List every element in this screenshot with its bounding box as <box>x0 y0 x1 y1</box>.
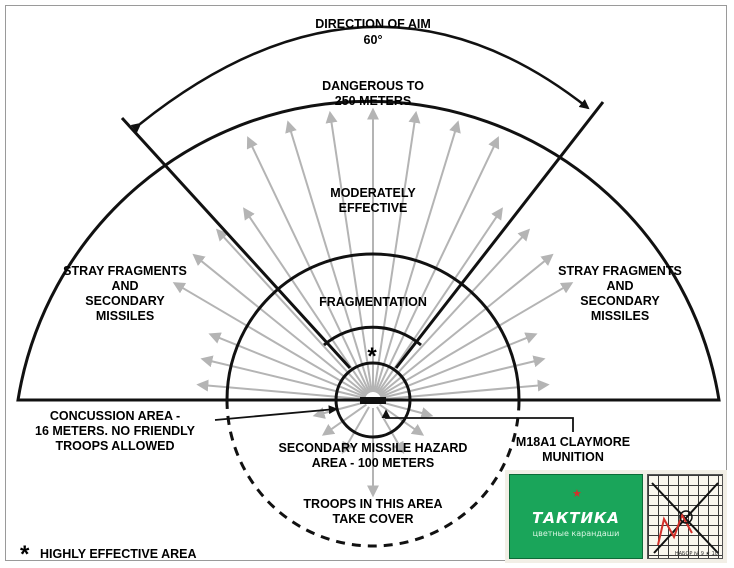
claymore-munition <box>360 397 386 404</box>
fragment-arrow <box>375 136 500 394</box>
stray-right-label-2: AND <box>606 279 633 293</box>
concussion-circle <box>334 361 412 439</box>
fragment-arrow-down <box>380 401 434 419</box>
fragment-arrow-down <box>376 406 405 455</box>
fragment-arrow <box>285 120 372 393</box>
fragment-arrow <box>243 207 370 394</box>
sector-line-left <box>120 116 352 370</box>
munition-label-1: M18A1 CLAYMORE <box>516 435 630 449</box>
highly-effective-arc <box>323 325 422 347</box>
fragment-arrow <box>377 228 531 395</box>
secondary-hazard-arc <box>225 252 521 401</box>
fragment-arrow <box>246 136 371 394</box>
aim-angle-label: 60° <box>364 33 383 47</box>
fragment-arrow <box>379 282 574 397</box>
pencil-box-grid-panel: НАБОР № 9 ★ 10 <box>647 474 723 559</box>
concussion-label-3: TROOPS ALLOWED <box>56 439 175 453</box>
fragment-arrow-down <box>341 406 370 455</box>
secondary-hazard-arc-dashed <box>225 399 521 548</box>
secondary-hazard-label-2: AREA - 100 METERS <box>312 456 434 470</box>
fragment-arrow-down <box>312 401 366 419</box>
fragment-arrow <box>215 228 369 395</box>
dangerous-label-2: 250 METERS <box>335 94 411 108</box>
fragment-arrows-upper <box>172 107 574 401</box>
stray-left-label-2: AND <box>111 279 138 293</box>
munition-leader <box>381 409 574 432</box>
pencil-box-cover: ★ ТАКТИКА цветные карандаши <box>509 474 643 559</box>
stray-right-label-4: MISSILES <box>591 309 649 323</box>
figure-frame <box>5 5 727 561</box>
fragment-arrow <box>192 253 368 396</box>
stray-left-label-3: SECONDARY <box>85 294 165 308</box>
legend-star-icon: * <box>20 541 30 568</box>
stray-left-label-4: MISSILES <box>96 309 154 323</box>
fragment-arrow-down <box>379 403 425 436</box>
grid-caption: НАБОР № 9 ★ 10 <box>674 551 718 557</box>
stray-right-label-1: STRAY FRAGMENTS <box>558 264 682 278</box>
moderately-label-1: MODERATELY <box>330 186 416 200</box>
fragmentation-label: FRAGMENTATION <box>319 295 427 309</box>
red-star-icon: ★ <box>572 488 582 500</box>
stray-right-label-3: SECONDARY <box>580 294 660 308</box>
stray-left-label-1: STRAY FRAGMENTS <box>63 264 187 278</box>
take-cover-label-1: TROOPS IN THIS AREA <box>303 497 442 511</box>
secondary-hazard-label-1: SECONDARY MISSILE HAZARD <box>279 441 468 455</box>
highly-effective-star: * <box>367 343 377 370</box>
fragment-arrow <box>376 207 503 394</box>
fragment-arrow <box>378 253 554 396</box>
pencil-box-subtitle: цветные карандаши <box>532 529 620 538</box>
pencil-box-title: ТАКТИКА <box>532 509 620 527</box>
take-cover-label-2: TAKE COVER <box>332 512 413 526</box>
munition-label-2: MUNITION <box>542 450 604 464</box>
fragment-arrow <box>373 110 421 393</box>
fragment-arrow <box>325 110 373 393</box>
fragment-arrow <box>374 120 461 393</box>
pencil-box-photo: ★ ТАКТИКА цветные карандаши НАБОР № 9 ★ … <box>505 470 727 563</box>
concussion-leader <box>214 405 338 421</box>
concussion-label-1: CONCUSSION AREA - <box>50 409 180 423</box>
dangerous-label-1: DANGEROUS TO <box>322 79 424 93</box>
moderately-label-2: EFFECTIVE <box>339 201 408 215</box>
fragment-arrow <box>172 282 367 397</box>
fragment-arrows-lower <box>312 401 434 498</box>
direction-of-aim-label: DIRECTION OF AIM <box>315 17 431 31</box>
direction-of-aim-arrow <box>130 25 590 133</box>
sector-line-right <box>394 101 605 369</box>
fragment-arrow-down <box>321 403 367 436</box>
concussion-label-2: 16 METERS. NO FRIENDLY <box>35 424 196 438</box>
legend-text: HIGHLY EFFECTIVE AREA <box>40 547 197 561</box>
grid-drawing <box>651 482 719 554</box>
